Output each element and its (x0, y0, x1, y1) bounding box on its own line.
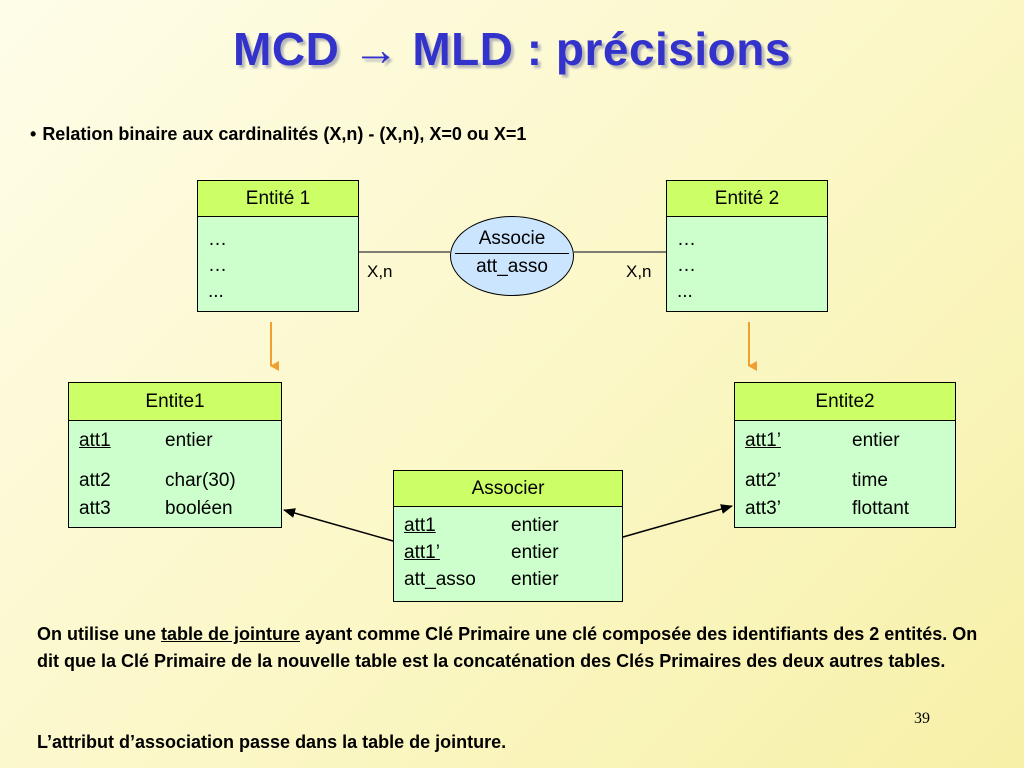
association-ellipse: Associe att_asso (450, 216, 574, 296)
entity-2-attributes: … … ... (667, 217, 827, 305)
column-name: att3’ (745, 498, 781, 519)
entity-2-line: … (677, 229, 696, 250)
column-name: att1 (79, 430, 111, 451)
column-name: att3 (79, 498, 111, 519)
entity-1-name: Entité 1 (198, 181, 358, 217)
paragraph-text-before: On utilise une (37, 624, 162, 644)
page-number: 39 (914, 710, 930, 727)
mcd-entity-2: Entité 2 … … ... (666, 180, 828, 312)
explanation-paragraph: On utilise une table de jointure ayant c… (37, 621, 997, 675)
entity-2-name: Entité 2 (667, 181, 827, 217)
table-row: att1 entier (79, 429, 281, 453)
bullet-dot-icon: • (30, 124, 37, 144)
table-entite2-name: Entite2 (735, 383, 955, 421)
association-name: Associe (478, 228, 546, 249)
entity-2-line: ... (677, 281, 693, 302)
entity-1-attributes: … … ... (198, 217, 358, 305)
column-type: booléen (165, 498, 233, 519)
table-row: att3’ flottant (745, 497, 955, 521)
association-divider (455, 253, 569, 254)
table-row: att1 entier (404, 512, 622, 539)
table-row: att_asso entier (404, 566, 622, 593)
foreign-key-arrow-left (283, 508, 394, 542)
mcd-entity-1: Entité 1 … … ... (197, 180, 359, 312)
table-entite1-columns: att1 entier att2 char(30) att3 booléen (69, 421, 281, 521)
table-row: att2’ time (745, 469, 955, 493)
cardinality-left: X,n (367, 262, 393, 281)
entity-1-line: ... (208, 281, 224, 302)
join-table-columns: att1 entier att1’ entier att_asso entier (394, 507, 622, 593)
mld-table-entite1: Entite1 att1 entier att2 char(30) att3 b… (68, 382, 282, 528)
column-name: att1 (404, 515, 436, 536)
table-entite2-columns: att1’ entier att2’ time att3’ flottant (735, 421, 955, 521)
mld-join-table-associer: Associer att1 entier att1’ entier att_as… (393, 470, 623, 602)
column-type: char(30) (165, 470, 236, 491)
bullet-point: •Relation binaire aux cardinalités (X,n)… (30, 124, 526, 145)
column-type: time (852, 470, 888, 491)
entity-1-line: … (208, 255, 227, 276)
paragraph-text-after: ayant comme Clé Primaire une clé composé… (37, 624, 978, 671)
column-type: entier (511, 569, 559, 590)
bullet-text: Relation binaire aux cardinalités (X,n) … (42, 124, 527, 144)
column-name: att2 (79, 470, 111, 491)
table-entite1-name: Entite1 (69, 383, 281, 421)
table-row: att1’ entier (745, 429, 955, 453)
association-attribute: att_asso (476, 256, 548, 277)
entity-1-line: … (208, 229, 227, 250)
column-type: entier (165, 430, 213, 451)
column-type: entier (852, 430, 900, 451)
entity-2-line: … (677, 255, 696, 276)
table-row: att3 booléen (79, 497, 281, 521)
slide-title: MCD → MLD : précisions (233, 23, 791, 75)
table-row: att1’ entier (404, 539, 622, 566)
column-name: att2’ (745, 470, 781, 491)
mld-table-entite2: Entite2 att1’ entier att2’ time att3’ fl… (734, 382, 956, 528)
column-name: att1’ (745, 430, 781, 451)
column-name: att_asso (404, 569, 476, 590)
foreign-key-arrow-right (622, 504, 733, 538)
join-table-name: Associer (394, 471, 622, 507)
column-name: att1’ (404, 542, 440, 563)
table-row: att2 char(30) (79, 469, 281, 493)
cardinality-right: X,n (626, 262, 652, 281)
column-type: flottant (852, 498, 910, 519)
paragraph-highlight: table de jointure (161, 624, 301, 644)
conclusion-text: L’attribut d’association passe dans la t… (37, 732, 507, 752)
column-type: entier (511, 515, 559, 536)
column-type: entier (511, 542, 559, 563)
